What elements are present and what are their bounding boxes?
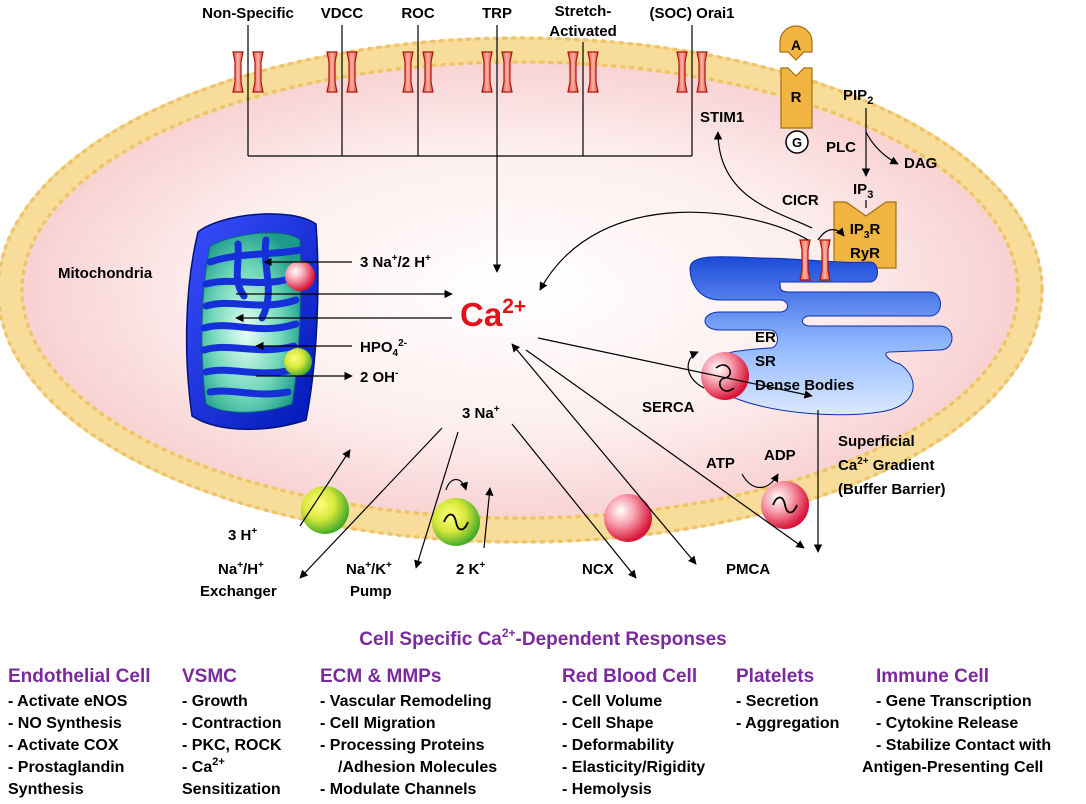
rbc-item: - Hemolysis xyxy=(562,781,652,798)
label-nak: Na+/K+ xyxy=(346,560,392,578)
mitochondria xyxy=(185,213,319,430)
label-exchanger: Exchanger xyxy=(200,583,277,600)
serca-pump xyxy=(701,352,749,400)
endothelial-heading: Endothelial Cell xyxy=(8,666,151,687)
endothelial-item: - Activate eNOS xyxy=(8,693,128,710)
svg-text:R: R xyxy=(791,89,802,106)
immune-item: - Gene Transcription xyxy=(876,693,1032,710)
label-stim1: STIM1 xyxy=(700,109,744,126)
vsmc-item: - PKC, ROCK xyxy=(182,737,282,754)
label-er: ER xyxy=(755,329,776,346)
platelets-item: - Secretion xyxy=(736,693,819,710)
na-h-exchanger xyxy=(301,486,349,534)
label-superficial: Superficial xyxy=(838,433,915,450)
ecm-item: - Cell Migration xyxy=(320,715,436,732)
label-stretch-1: Stretch- xyxy=(555,3,612,20)
label-nhe: Na+/H+ xyxy=(218,560,264,578)
label-roc: ROC xyxy=(401,5,435,22)
calcium-ion: Ca2+ xyxy=(460,295,526,333)
label-3h: 3 H+ xyxy=(228,526,257,544)
immune-item: - Cytokine Release xyxy=(876,715,1018,732)
label-oh: 2 OH- xyxy=(360,368,398,386)
label-adp: ADP xyxy=(764,447,796,464)
endothelial-item: - Activate COX xyxy=(8,737,119,754)
mito-na-h-exchanger xyxy=(285,261,315,291)
label-serca: SERCA xyxy=(642,399,695,416)
label-ncx: NCX xyxy=(582,561,614,578)
rbc-heading: Red Blood Cell xyxy=(562,666,697,687)
vsmc-item: - Growth xyxy=(182,693,248,710)
g-protein: G xyxy=(785,130,809,154)
label-atp: ATP xyxy=(706,455,735,472)
svg-text:G: G xyxy=(792,135,802,150)
label-mitochondria: Mitochondria xyxy=(58,265,153,282)
label-pip2: PIP2 xyxy=(843,87,873,107)
label-ip3: IP3 xyxy=(853,181,873,201)
vsmc-heading: VSMC xyxy=(182,666,237,687)
mito-phosphate-carrier xyxy=(284,348,312,376)
rbc-item: - Elasticity/Rigidity xyxy=(562,759,705,776)
platelets-item: - Aggregation xyxy=(736,715,839,732)
label-trp: TRP xyxy=(482,5,512,22)
vsmc-item: Sensitization xyxy=(182,781,281,798)
endothelial-item: Synthesis xyxy=(8,781,84,798)
rbc-item: - Cell Shape xyxy=(562,715,654,732)
label-pmca: PMCA xyxy=(726,561,770,578)
label-cicr: CICR xyxy=(782,192,819,209)
rbc-item: - Cell Volume xyxy=(562,693,662,710)
label-ryr: RyR xyxy=(850,245,880,262)
ncx xyxy=(604,494,652,542)
label-vdcc: VDCC xyxy=(321,5,364,22)
ecm-item: - Processing Proteins xyxy=(320,737,485,754)
responses-title: Cell Specific Ca2+-Dependent Responses xyxy=(359,626,726,650)
ecm-heading: ECM & MMPs xyxy=(320,666,441,687)
channel-connector xyxy=(247,25,693,273)
er-sr xyxy=(689,256,953,416)
label-ca-gradient: Ca2+ Gradient xyxy=(838,456,934,474)
label-hpo4: HPO42- xyxy=(360,338,407,359)
label-dag: DAG xyxy=(904,155,937,172)
label-nonspecific: Non-Specific xyxy=(202,5,294,22)
label-buffer-barrier: (Buffer Barrier) xyxy=(838,481,946,498)
immune-heading: Immune Cell xyxy=(876,666,989,687)
ecm-item: /Adhesion Molecules xyxy=(338,759,497,776)
ecm-item: - Vascular Remodeling xyxy=(320,693,492,710)
svg-text:A: A xyxy=(791,37,801,53)
label-plc: PLC xyxy=(826,139,856,156)
ip3r-ryr: IP3R RyR xyxy=(833,201,897,269)
vsmc-item: - Ca2+ xyxy=(182,756,225,776)
label-sr: SR xyxy=(755,353,776,370)
vsmc-item: - Contraction xyxy=(182,715,282,732)
immune-item: Antigen-Presenting Cell xyxy=(862,759,1043,776)
rbc-item: - Deformability xyxy=(562,737,674,754)
endothelial-item: - Prostaglandin xyxy=(8,759,124,776)
agonist: A xyxy=(779,25,813,61)
label-3na: 3 Na+ xyxy=(462,404,500,422)
label-dense-bodies: Dense Bodies xyxy=(755,377,854,394)
endothelial-item: - NO Synthesis xyxy=(8,715,122,732)
label-na-h: 3 Na+/2 H+ xyxy=(360,253,431,271)
label-ip3r: IP3R xyxy=(850,221,881,241)
label-2k: 2 K+ xyxy=(456,560,485,578)
label-orai1: (SOC) Orai1 xyxy=(649,5,734,22)
platelets-heading: Platelets xyxy=(736,666,814,687)
receptor: R xyxy=(780,67,813,129)
ecm-item: - Modulate Channels xyxy=(320,781,477,798)
label-pump: Pump xyxy=(350,583,392,600)
label-stretch-2: Activated xyxy=(549,23,617,40)
immune-item: - Stabilize Contact with xyxy=(876,737,1051,754)
